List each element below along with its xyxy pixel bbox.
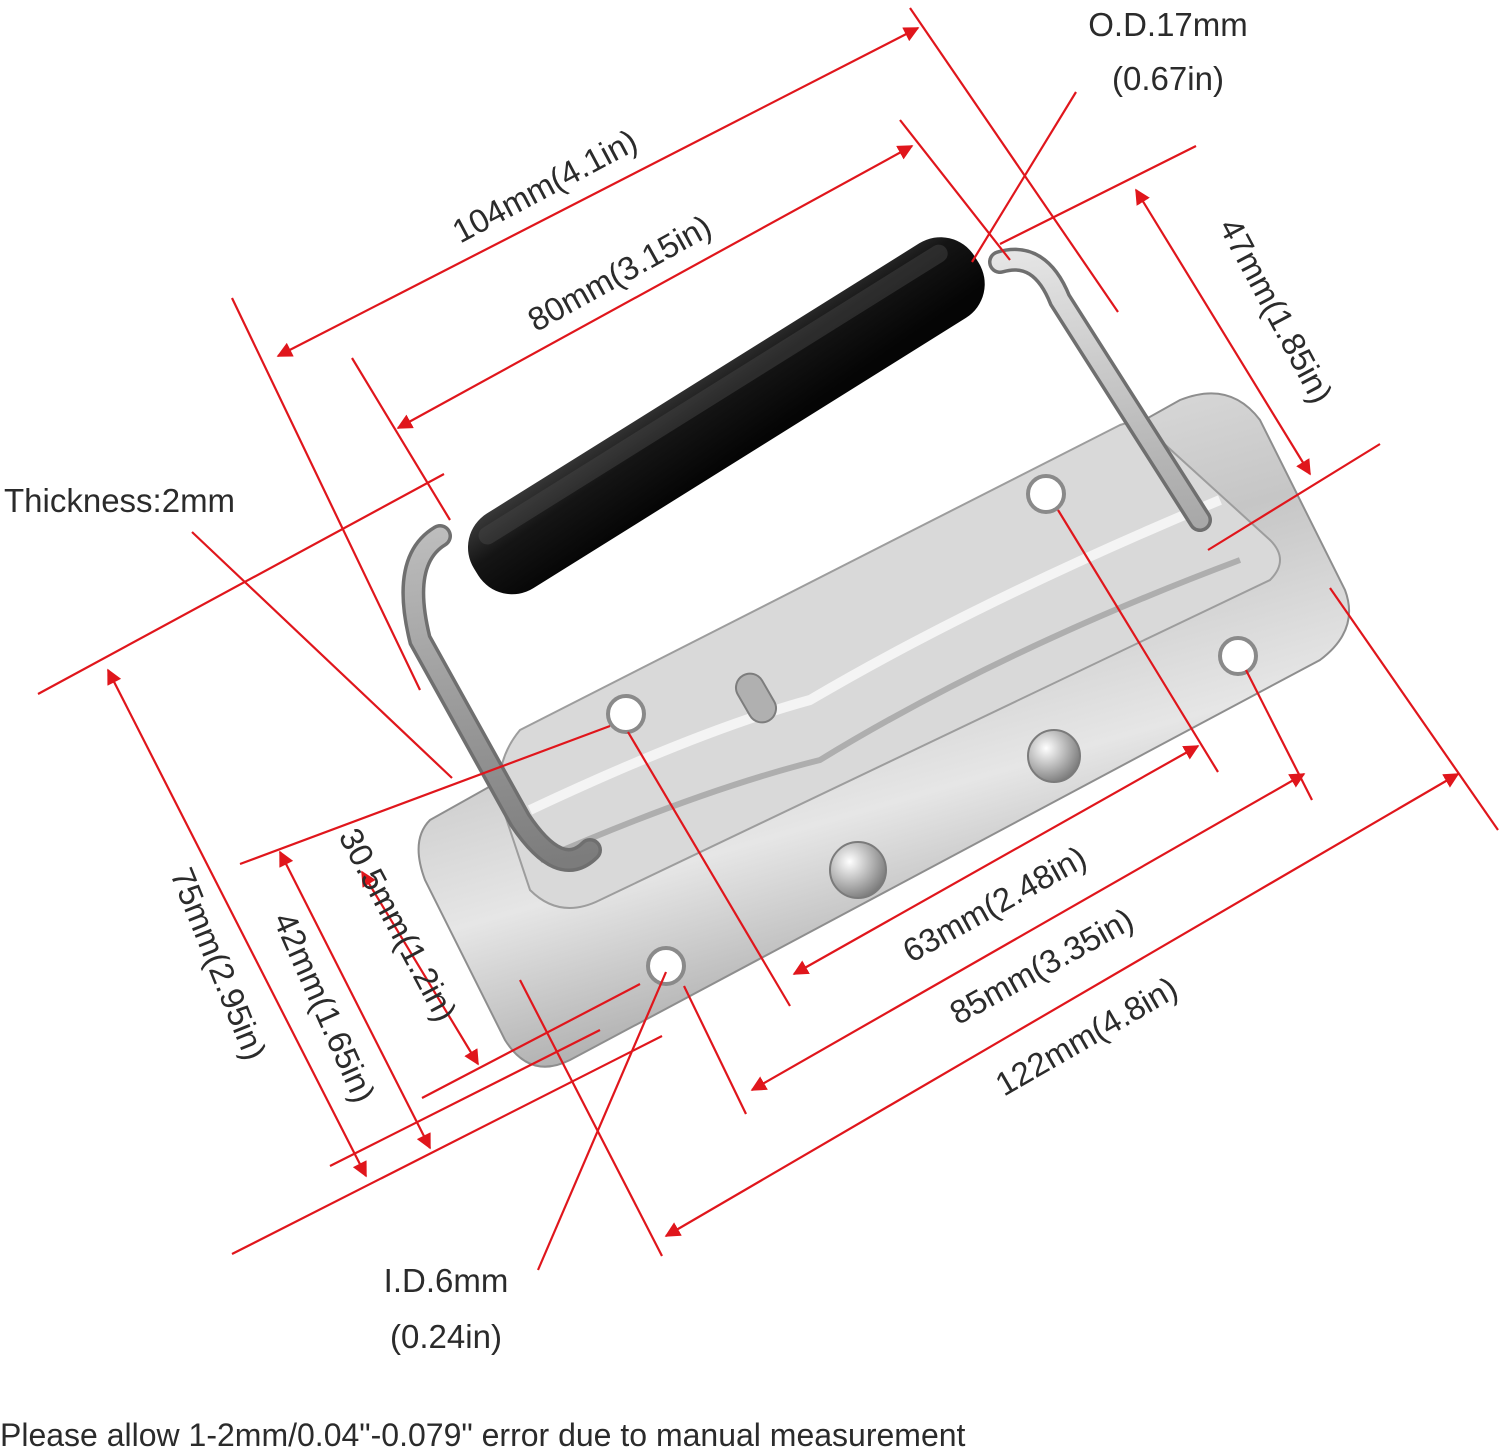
label-length-80: 80mm(3.15in) — [521, 207, 717, 338]
mounting-hole-right — [1218, 636, 1258, 676]
label-length-104: 104mm(4.1in) — [446, 122, 643, 250]
handle-product-image — [401, 237, 1351, 1068]
label-od-line1: O.D.17mm — [1088, 6, 1248, 43]
plate-slot — [735, 672, 777, 724]
rivet-upper — [1027, 729, 1081, 783]
label-height-47: 47mm(1.85in) — [1212, 212, 1340, 409]
label-id-line2: (0.24in) — [390, 1318, 502, 1355]
mounting-hole-bottom — [646, 946, 686, 986]
rivet-lower — [829, 841, 887, 899]
mounting-hole-left — [606, 694, 646, 734]
label-width-42: 42mm(1.65in) — [266, 907, 383, 1108]
mounting-hole-top-right — [1026, 474, 1066, 514]
label-od-line2: (0.67in) — [1112, 60, 1224, 97]
dimension-lines — [37, 7, 1499, 1271]
label-id-line1: I.D.6mm — [384, 1262, 509, 1299]
label-thickness: Thickness:2mm — [4, 482, 235, 519]
measurement-disclaimer: Please allow 1-2mm/0.04"-0.079" error du… — [0, 1417, 966, 1453]
